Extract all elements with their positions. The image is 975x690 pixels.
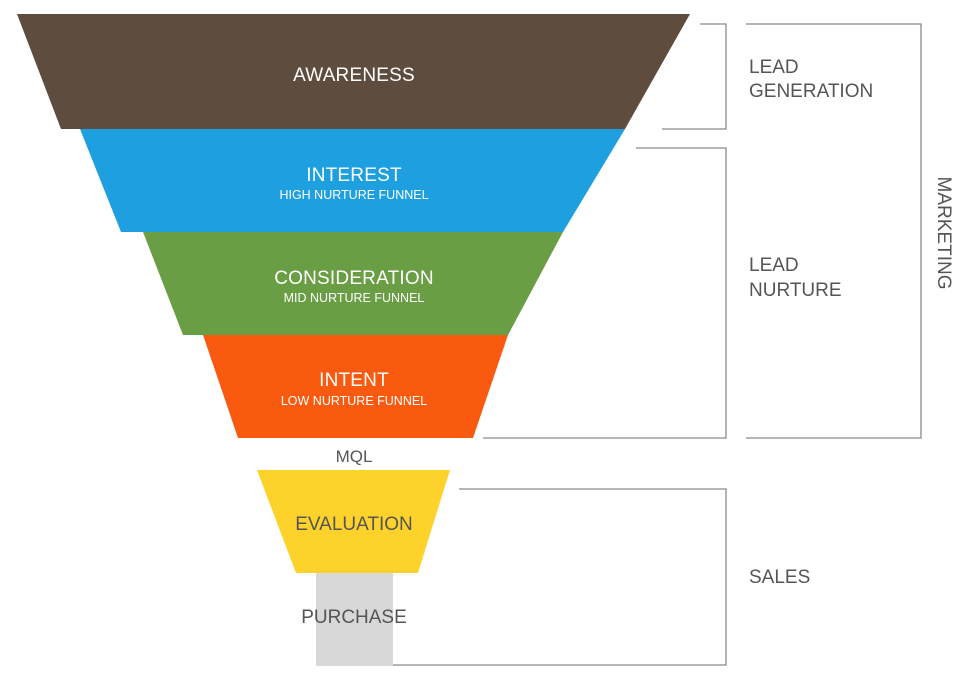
stage-purchase-title: PURCHASE [301,607,407,628]
stage-awareness-title: AWARENESS [293,65,415,86]
stage-interest-shape [80,129,625,232]
group-lead-generation-line2: GENERATION [749,81,873,102]
bracket-lead-generation [662,23,727,130]
stage-interest: INTEREST HIGH NURTURE FUNNEL [80,129,625,232]
bracket-lead-nurture [483,147,727,439]
group-sales-label: SALES [749,567,810,588]
stage-intent-subtitle: LOW NURTURE FUNNEL [281,394,427,408]
mql-label: MQL [336,447,373,466]
stage-interest-subtitle: HIGH NURTURE FUNNEL [279,188,428,202]
stage-awareness-shape [17,14,690,129]
stage-evaluation-title: EVALUATION [295,514,413,535]
stage-intent-shape [203,335,508,438]
stage-evaluation-shape [257,470,450,573]
stage-consideration: CONSIDERATION MID NURTURE FUNNEL [143,232,563,335]
stage-consideration-title: CONSIDERATION [274,268,434,289]
bracket-sales [393,488,727,666]
stage-intent-title: INTENT [319,370,389,391]
stage-purchase: PURCHASE [301,573,407,666]
stage-consideration-subtitle: MID NURTURE FUNNEL [284,291,425,305]
group-marketing-label: MARKETING [933,177,954,290]
stage-interest-title: INTEREST [306,165,402,186]
stage-intent: INTENT LOW NURTURE FUNNEL [203,335,508,438]
stage-awareness: AWARENESS [17,14,690,129]
bracket-marketing [746,23,922,439]
stage-evaluation: EVALUATION [257,470,450,573]
stage-purchase-shape [316,573,393,666]
group-lead-nurture-line2: NURTURE [749,280,842,301]
group-lead-nurture-line1: LEAD [749,255,799,276]
group-lead-generation-line1: LEAD [749,57,799,78]
stage-consideration-shape [143,232,563,335]
